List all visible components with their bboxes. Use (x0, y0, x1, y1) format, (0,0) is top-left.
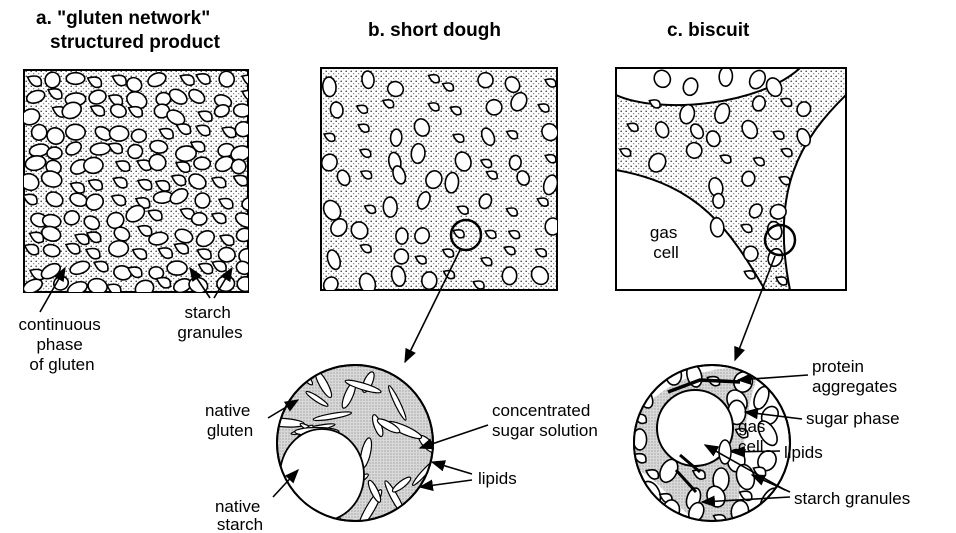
starch-fragment (107, 284, 121, 294)
gluten-shard (273, 355, 311, 380)
gluten-shard (409, 349, 431, 387)
starch-granule (383, 197, 397, 217)
starch-granule (509, 155, 522, 170)
label-starch-granules-c: starch granules (794, 489, 910, 508)
starch-granule (47, 147, 62, 159)
starch-granule (502, 267, 517, 285)
starch-granule (83, 157, 103, 174)
starch-granule (131, 129, 146, 143)
label-native-gluten: native gluten (205, 401, 255, 440)
gluten-shard (405, 367, 434, 384)
label-native-starch: native starch (215, 497, 265, 533)
starch-granule (545, 218, 561, 236)
starch-granule (237, 276, 254, 291)
starch-granule (422, 272, 437, 290)
starch-granule (65, 124, 85, 141)
arrow-lipids-b1 (432, 462, 472, 474)
label-gas-cell-box: gas cell (650, 223, 682, 262)
panel-a: a. "gluten network" structured product c… (18, 8, 259, 374)
starch-granule (390, 129, 402, 147)
starch-granule (44, 71, 60, 88)
gluten-shard (283, 352, 315, 387)
label-lipids-c: lipids (784, 443, 823, 462)
starch-fragment (636, 513, 648, 522)
panel-a-title-line2: structured product (50, 32, 221, 53)
starch-granule (719, 66, 733, 86)
starch-granule (110, 126, 129, 141)
starch-granule (66, 73, 85, 85)
label-sugar-phase: sugar phase (806, 409, 900, 428)
starch-granule (191, 212, 207, 225)
panel-b-title: b. short dough (368, 20, 501, 41)
label-protein-aggregates: protein aggregates (812, 357, 897, 396)
starch-granule (756, 504, 772, 531)
starch-granule (195, 192, 211, 208)
starch-granule (637, 363, 657, 388)
label-continuous-phase: continuous phase of gluten (19, 315, 106, 374)
starch-granule (218, 247, 236, 263)
lipid-droplet (719, 440, 731, 464)
panel-b: b. short dough native gluten native star… (205, 20, 598, 533)
label-lipids-b: lipids (478, 469, 517, 488)
panel-c-title: c. biscuit (667, 20, 750, 41)
starch-granule (194, 157, 211, 170)
label-sugar-solution: concentrated sugar solution (492, 401, 598, 440)
label-starch-granules-a: starch granules (177, 303, 242, 342)
starch-granule (167, 261, 187, 275)
starch-granule (770, 204, 787, 220)
panel-a-title-line1: a. "gluten network" (36, 8, 210, 29)
arrow-lipids-b2 (420, 480, 472, 487)
starch-granule (396, 228, 408, 244)
panel-c: c. biscuit gas cell (616, 20, 910, 531)
starch-granule (712, 193, 724, 209)
